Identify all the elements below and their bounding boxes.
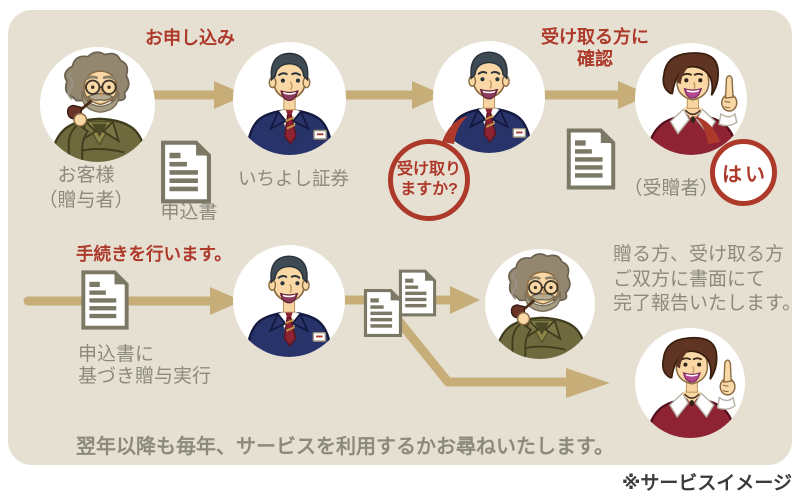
document-icon bbox=[79, 267, 131, 333]
report-note: 贈る方、受け取る方 ご双方に書面にて 完了報告いたします。 bbox=[613, 243, 800, 317]
avatar-donor bbox=[40, 47, 155, 162]
question-line2: ますか? bbox=[400, 181, 458, 198]
avatar-recipient bbox=[635, 43, 747, 155]
answer-text: はい bbox=[722, 164, 768, 186]
service-image-caption: ※サービスイメージ bbox=[621, 473, 792, 494]
donor-label-line2: （贈与者） bbox=[38, 190, 134, 211]
speech-bubble-tail bbox=[442, 116, 468, 144]
step2-heading: 受け取る方に 確認 bbox=[515, 26, 675, 70]
avatar-broker-1 bbox=[233, 42, 346, 155]
question-line1: 受け取り bbox=[396, 161, 461, 178]
documents-icon bbox=[362, 281, 404, 345]
report-note-line3: 完了報告いたします。 bbox=[613, 293, 800, 314]
report-note-line1: 贈る方、受け取る方 bbox=[613, 244, 785, 265]
donor-label-line1: お客様 bbox=[57, 165, 115, 186]
form-note-line2: 基づき贈与実行 bbox=[78, 365, 212, 387]
form-label: 申込書 bbox=[160, 202, 218, 223]
donor-label: お客様 （贈与者） bbox=[16, 163, 156, 213]
recipient-label: （受贈者） bbox=[623, 178, 719, 199]
speech-bubble-question: 受け取り ますか? bbox=[388, 139, 470, 221]
avatar-broker-3 bbox=[233, 245, 345, 357]
broker-label: いちよし証券 bbox=[237, 168, 349, 189]
form-note-line1: 申込書に bbox=[78, 344, 155, 365]
speech-bubble-answer: はい bbox=[710, 139, 777, 206]
step3-heading: 手続きを行います。 bbox=[76, 244, 232, 264]
document-icon bbox=[158, 139, 214, 205]
avatar-recipient-2 bbox=[635, 328, 745, 438]
step2-heading-line2: 確認 bbox=[577, 49, 613, 69]
step1-heading: お申し込み bbox=[145, 28, 235, 48]
step2-heading-line1: 受け取る方に bbox=[541, 27, 649, 47]
speech-bubble-tail bbox=[694, 116, 720, 144]
avatar-donor-2 bbox=[485, 249, 595, 359]
report-note-line2: ご双方に書面にて bbox=[613, 268, 766, 290]
form-note: 申込書に 基づき贈与実行 bbox=[78, 344, 211, 387]
annual-note: 翌年以降も毎年、サービスを利用するかお尋ねいたします。 bbox=[76, 436, 614, 458]
